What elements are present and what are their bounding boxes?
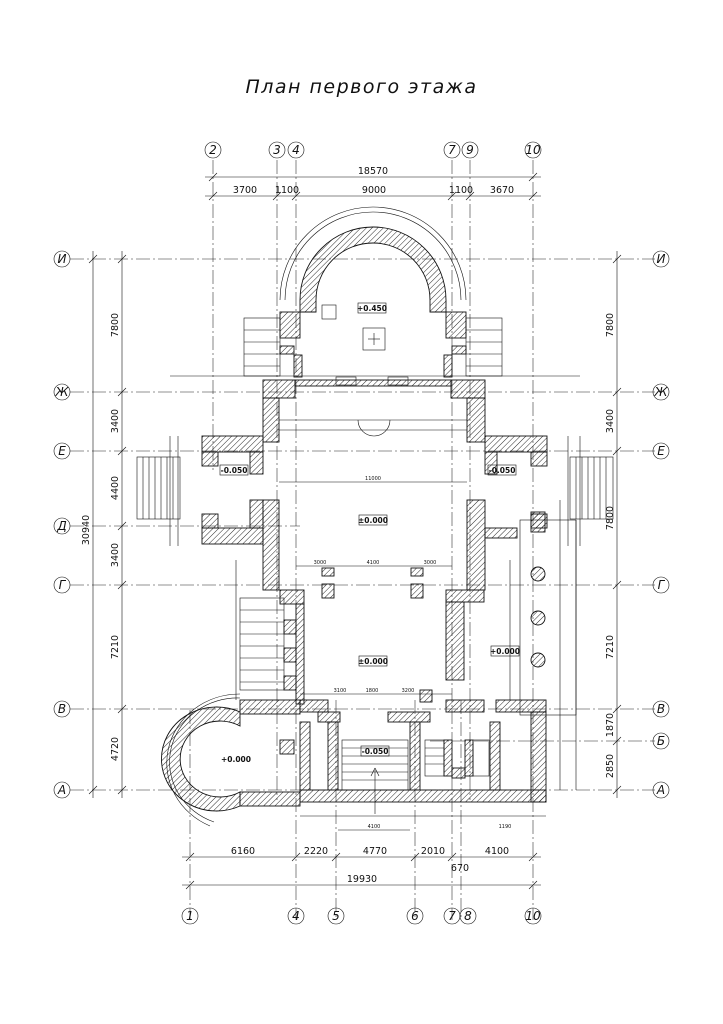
dimension-text: 1870 [605, 713, 616, 737]
dimension-text: 7210 [110, 635, 121, 659]
level-marks: -0.050 -0.050 ±0.000 ±0.000 +0.000 -0.05… [219, 464, 520, 757]
axis-label: Ж [55, 385, 70, 399]
dimension-text: 3700 [233, 185, 257, 196]
axis-bubbles-bottom: 1 4 5 6 7 8 10 [181, 907, 542, 925]
dimension-text: 1100 [449, 185, 473, 196]
dimension-text: 3200 [402, 688, 415, 694]
axis-label: 6 [411, 909, 419, 923]
dimension-text: 18570 [358, 166, 388, 177]
level-mark: +0.450 [357, 304, 387, 313]
axis-label: 10 [525, 143, 541, 157]
axis-bubbles-right: И Ж Е Г В Б А [652, 250, 670, 799]
level-mark: -0.050 [221, 466, 248, 475]
dimension-text: 7800 [110, 313, 121, 337]
axis-bubbles-left: И Ж Е Д Г В А [53, 250, 71, 799]
dimension-text: 7800 [605, 313, 616, 337]
level-mark: +0.000 [221, 755, 251, 764]
dimension-chain-bottom: 6160 2220 4770 2010 4100 670 19930 [182, 846, 541, 890]
axis-label: И [657, 252, 666, 266]
dimension-text: 7210 [605, 635, 616, 659]
axis-label: 7 [448, 143, 456, 157]
dimension-chain-left: 7800 3400 4400 3400 7210 4720 30940 [81, 251, 127, 798]
page-title: План первого этажа [245, 76, 478, 98]
dimension-text: 7800 [605, 506, 616, 530]
axis-label: 4 [292, 909, 300, 923]
axis-label: А [656, 783, 665, 797]
dimension-text: 4100 [367, 560, 380, 566]
dimension-text: 4100 [368, 824, 381, 830]
dimension-text: 2220 [304, 846, 328, 857]
dimension-text: 30940 [81, 515, 92, 545]
dimension-text: 3000 [424, 560, 437, 566]
dimension-text: 3100 [334, 688, 347, 694]
dimension-text: 2010 [421, 846, 445, 857]
dimension-chain-top: 18570 3700 1100 9000 1100 3670 [205, 166, 541, 201]
level-mark: -0.050 [489, 466, 516, 475]
axis-label: В [58, 702, 66, 716]
axis-label: 8 [464, 909, 472, 923]
axis-label: 5 [332, 909, 340, 923]
level-mark: ±0.000 [358, 516, 388, 525]
axis-label: В [657, 702, 665, 716]
axis-label: Г [658, 578, 666, 592]
dimension-text: 11000 [365, 476, 381, 482]
dimension-text: 6160 [231, 846, 255, 857]
axis-label: И [58, 252, 67, 266]
apse: +0.450 [279, 206, 467, 386]
axis-label: Е [657, 444, 665, 458]
main-walls [201, 379, 577, 803]
auxiliary-lines [169, 375, 581, 817]
dimension-text: 1800 [366, 688, 379, 694]
axis-label: А [57, 783, 66, 797]
dimension-text: 4400 [110, 476, 121, 500]
axis-label: 2 [209, 143, 217, 157]
axis-bubbles-top: 2 3 4 7 9 10 [204, 141, 542, 159]
level-mark: -0.050 [362, 747, 389, 756]
axis-label: Ж [654, 385, 669, 399]
dimension-text: 1100 [275, 185, 299, 196]
axis-label: 1 [186, 909, 194, 923]
dimension-text: 4770 [363, 846, 387, 857]
dimension-text: 1190 [499, 824, 512, 830]
level-mark: +0.000 [490, 647, 520, 656]
dimension-text: 2850 [605, 754, 616, 778]
porch-stairs [136, 456, 614, 814]
apse-side-stairs [243, 317, 503, 377]
axis-label: Б [657, 734, 665, 748]
round-tower: +0.000 [161, 693, 301, 827]
dimension-text: 3400 [110, 409, 121, 433]
axis-label: 3 [273, 143, 281, 157]
dimension-text: 3400 [605, 409, 616, 433]
horizontal-axis-lines [70, 258, 655, 791]
axis-label: 9 [466, 143, 474, 157]
dimension-text: 19930 [347, 874, 377, 885]
dimension-chain-right: 7800 3400 7800 7210 1870 2850 [605, 251, 622, 798]
dimension-text: 9000 [362, 185, 386, 196]
axis-label: 10 [525, 909, 541, 923]
dimension-text: 670 [451, 863, 469, 874]
axis-label: Д [56, 519, 66, 533]
axis-label: Е [58, 444, 66, 458]
axis-label: 7 [448, 909, 456, 923]
level-mark: ±0.000 [358, 657, 388, 666]
dimension-text: 4720 [110, 737, 121, 761]
interior-dimensions: 11000 3000 4100 3000 3100 1800 3200 4100… [279, 476, 512, 831]
axis-label: 4 [292, 143, 300, 157]
dimension-text: 3400 [110, 543, 121, 567]
dimension-text: 3670 [490, 185, 514, 196]
dimension-text: 3000 [314, 560, 327, 566]
axis-label: Г [59, 578, 67, 592]
dimension-text: 4100 [485, 846, 509, 857]
